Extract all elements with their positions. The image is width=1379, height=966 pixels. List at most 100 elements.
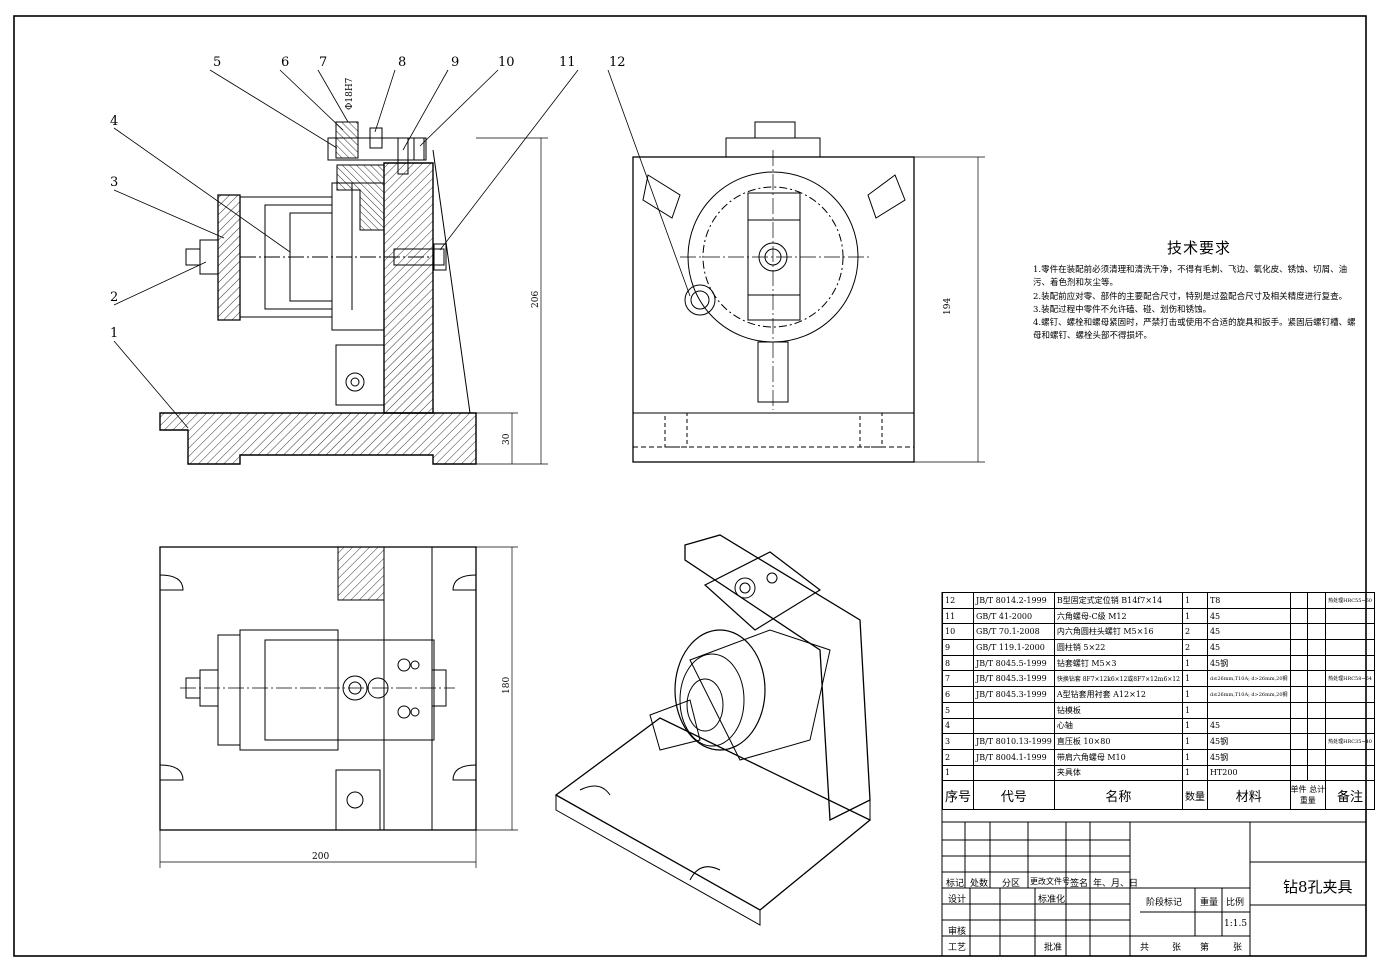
bom-cell-single-weight [1289,623,1309,641]
tb-sheet: 张 [1233,943,1243,953]
bom-cell-code: JB/T 8010.13-1999 [973,733,1055,750]
bom-header-name: 名称 [1053,780,1183,811]
bom-cell-qty: 2 [1181,623,1208,641]
bom-cell-no: 1 [941,764,975,782]
callout-9: 9 [451,55,459,70]
title-block-lines [941,592,1366,956]
bom-cell-single-weight [1289,592,1309,609]
bom-cell-qty: 1 [1181,670,1208,688]
tech-line-4: 4.螺钉、螺栓和螺母紧固时，严禁打击或使用不合适的旋具和扳手。紧固后螺钉槽、螺母… [1033,318,1356,342]
tb-scale: 1:1.5 [1224,919,1248,929]
bom-cell-code: JB/T 8045.3-1999 [973,686,1055,703]
bom-cell-total-weight [1307,717,1327,735]
bom-header-note: 备注 [1325,780,1375,811]
bom-cell-code: JB/T 8004.1-1999 [973,748,1055,766]
bom-header-no: 序号 [941,780,975,811]
bom-cell-qty: 1 [1181,764,1208,782]
bom-cell-code [973,701,1055,719]
tb-date: 年、月、日 [1093,879,1139,889]
bom-cell-note: 热处理HRC35~40 [1325,733,1375,750]
bom-cell-no: 12 [941,592,975,609]
bom-header-qty: 数量 [1181,780,1208,811]
bom-cell-no: 4 [941,717,975,735]
bom-cell-qty: 1 [1181,717,1208,735]
dim-194: 194 [943,298,953,315]
bom-cell-code: JB/T 8045.3-1999 [973,670,1055,688]
bom-cell-name: 圆柱销 5×22 [1053,639,1183,656]
bom-header-weight-cell: 单件 总计 重量 [1289,780,1327,811]
bom-cell-qty: 1 [1181,701,1208,719]
bom-cell-material: 45 [1206,607,1291,625]
bom-cell-material: 45钢 [1206,654,1291,672]
tb-approve: 批准 [1044,943,1063,953]
drawing-title: 钻8孔夹具 [1283,878,1353,896]
bom-cell-note [1325,639,1375,656]
bom-cell-total-weight [1307,701,1327,719]
bom-cell-no: 5 [941,701,975,719]
tb-page: 第 [1200,943,1210,953]
bom-cell-name: 钻模板 [1053,701,1183,719]
bom-cell-name: 直压板 10×80 [1053,733,1183,750]
tb-stage: 阶段标记 [1146,898,1183,908]
bom-cell-qty: 1 [1181,748,1208,766]
tb-doc: 更改文件号 [1030,877,1070,886]
bom-cell-single-weight [1289,748,1309,766]
dim-206: 206 [531,291,541,308]
bom-cell-total-weight [1307,592,1327,609]
bom-cell-single-weight [1289,717,1309,735]
tech-line-2: 2.装配前应对零、部件的主要配合尺寸，特别是过盈配合尺寸及相关精度进行复查。 [1033,291,1348,302]
bom-cell-note [1325,623,1375,641]
bom-cell-note: 热处理HRC58~64 [1325,670,1375,688]
bom-cell-single-weight [1289,733,1309,750]
tech-line-1: 1.零件在装配前必须清理和清洗干净，不得有毛刺、飞边、氧化皮、锈蚀、切屑、油污、… [1033,265,1348,289]
bom-cell-total-weight [1307,733,1327,750]
callout-labels: 4 3 2 1 5 6 7 8 9 10 11 12 [110,55,626,341]
bom-cell-code [973,764,1055,782]
front-section-view [113,69,691,465]
tb-design: 设计 [948,895,967,905]
bom-cell-total-weight [1307,748,1327,766]
tech-requirements-body: 1.零件在装配前必须清理和清洗干净，不得有毛刺、飞边、氧化皮、锈蚀、切屑、油污、… [1033,264,1363,344]
callout-1: 1 [110,326,118,341]
bom-cell-total-weight [1307,654,1327,672]
tb-zone: 分区 [1002,879,1021,889]
bom-cell-material: 45 [1206,639,1291,656]
tb-mark: 标记 [946,879,965,889]
bom-cell-no: 11 [941,607,975,625]
bom-cell-note [1325,686,1375,703]
bom-cell-total-weight [1307,670,1327,688]
bom-cell-qty: 1 [1181,686,1208,703]
tb-sign: 签名 [1070,879,1089,889]
bom-cell-qty: 1 [1181,733,1208,750]
bom-cell-note [1325,701,1375,719]
bom-cell-no: 8 [941,654,975,672]
bom-cell-name: B型固定式定位销 B14f7×14 [1053,592,1183,609]
dim-200: 200 [312,852,329,862]
bom-cell-name: 带肩六角螺母 M10 [1053,748,1183,766]
tb-scale-label: 比例 [1226,898,1245,908]
dimension-labels: 206 30 Φ18H7 194 180 200 [312,77,953,862]
bom-cell-material: 45钢 [1206,733,1291,750]
isometric-view [554,534,872,926]
bom-cell-name: 快换钻套 8F7×12k6×12或8F7×12m6×12 [1053,670,1183,688]
tb-weight: 重量 [1200,898,1219,908]
bom-cell-code: JB/T 8014.2-1999 [973,592,1055,609]
bom-cell-note [1325,654,1375,672]
bom-cell-material: 45 [1206,717,1291,735]
bom-header-code: 代号 [973,780,1055,811]
bom-cell-total-weight [1307,764,1327,782]
bom-cell-total-weight [1307,639,1327,656]
callout-8: 8 [398,55,406,70]
bom-cell-material: d≤26mm,T10A; d>26mm,20钢 [1206,670,1291,688]
bom-cell-code: GB/T 70.1-2008 [973,623,1055,641]
callout-2: 2 [110,290,118,305]
bom-cell-code [973,717,1055,735]
